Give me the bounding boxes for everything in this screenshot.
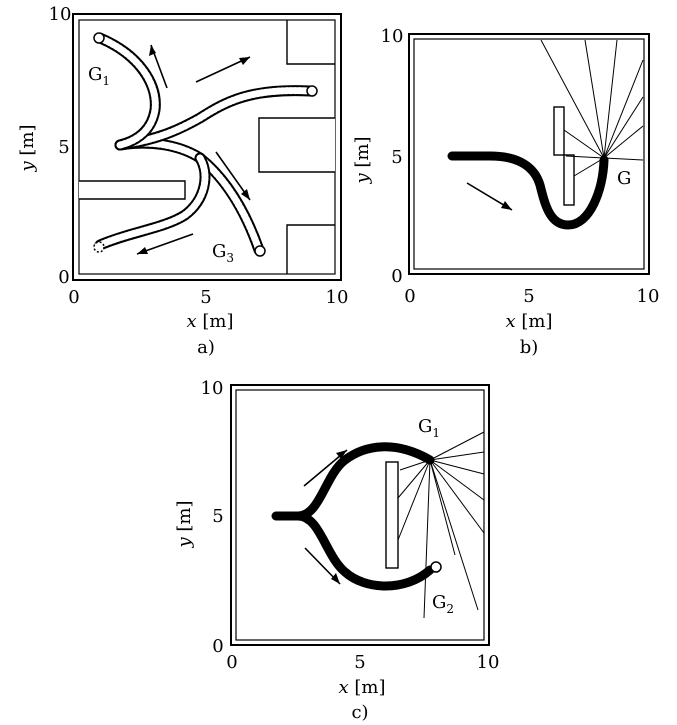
panel-c-y-tick-5: 5 [212,506,223,527]
panel-c-end-marker-g2 [430,561,442,573]
panel-b-sensor-rays [540,39,644,177]
panel-a-trajectory-to-bottom-left [94,152,211,251]
panel-c-x-axis-label: x [m] [339,677,386,698]
panel-c-sensor-rays [397,431,485,619]
panel-a-frame [72,13,342,281]
panel-c-y-axis-label: y [m] [174,500,195,548]
panel-c-y-tick-0: 0 [212,636,223,657]
panel-a-goal-g3: G3 [212,241,234,265]
panel-b-y-tick-0: 0 [391,266,402,287]
panel-a-obstacle-left-bar [79,180,186,200]
panel-a-end-marker-g1 [93,32,105,44]
panel-a-caption: a) [197,337,215,358]
panel-a-y-tick-0: 0 [58,267,69,288]
panel-c-goal-g1: G1 [418,416,440,440]
panel-b-goal-g: G [617,168,631,189]
panel-a-goal-g1: G1 [88,64,110,88]
panel-a: G1 G3 10 5 0 0 5 10 x [m] y [m] a) [17,4,348,358]
panel-c-trajectory-lower [293,511,435,591]
panel-a-y-tick-5: 5 [58,137,69,158]
panel-b-caption: b) [520,337,539,358]
panel-a-y-tick-10: 10 [49,4,72,25]
panel-a-obstacle-middle-right [258,117,335,173]
panel-b-inner-frame [413,38,645,270]
panel-b-y-tick-5: 5 [391,147,402,168]
panel-b-frame [408,33,650,275]
panel-a-x-tick-10: 10 [326,287,349,308]
panel-a-end-marker-bottom-left [93,241,105,253]
panel-a-x-tick-0: 0 [68,287,79,308]
panel-c-caption: c) [351,702,368,723]
panel-a-x-tick-5: 5 [200,287,211,308]
panel-c-y-tick-10: 10 [201,378,224,399]
panel-c-x-tick-0: 0 [226,652,237,673]
panel-b-obstacle-upper [553,106,565,156]
panel-b-y-axis-label: y [m] [352,136,373,184]
panel-c-frame [230,384,490,646]
panel-a-end-marker-right [306,85,318,97]
panel-b-y-tick-10: 10 [381,26,404,47]
panel-c-obstacle [385,461,399,569]
panel-b-trajectory [447,151,609,230]
panel-c-trajectory-upper [271,442,435,521]
panel-b-x-tick-10: 10 [637,286,660,307]
panel-a-obstacle-bottom-right [286,224,335,274]
panel-b-x-tick-0: 0 [404,286,415,307]
panel-c-x-tick-10: 10 [477,652,500,673]
panel-c-inner-frame [235,389,485,641]
panel-c-goal-g2: G2 [432,592,454,616]
panel-c: G1 G2 10 5 0 0 5 10 x [m] y [m] c) [174,378,499,723]
panel-a-end-marker-g3 [254,245,266,257]
panel-c-x-tick-5: 5 [354,652,365,673]
panel-a-trajectories [94,32,316,256]
panel-b-x-axis-label: x [m] [506,311,553,332]
panel-b-obstacle-lower [563,154,575,206]
panel-a-direction-arrows [136,44,251,255]
panel-a-y-axis-label: y [m] [17,124,38,172]
panel-a-obstacle-top-right [286,20,335,65]
panel-a-x-axis-label: x [m] [187,311,234,332]
panel-b: G 10 5 0 0 5 10 x [m] y [m] b) [352,26,659,358]
panel-b-x-tick-5: 5 [523,286,534,307]
